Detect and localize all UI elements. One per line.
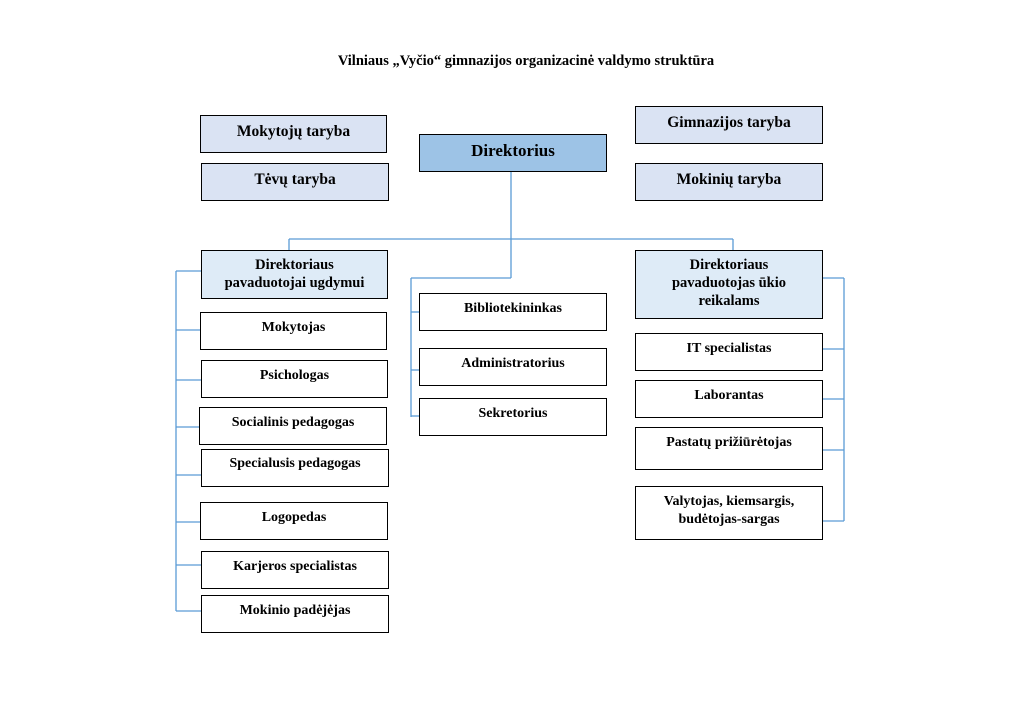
- node-label: Administratorius: [461, 356, 565, 371]
- node-label: Psichologas: [259, 368, 330, 383]
- node-valytojas: Valytojas, kiemsargis, budėtojas-sargas: [635, 486, 823, 540]
- node-mokytoju-taryba: Mokytojų taryba: [200, 115, 387, 153]
- node-label-line1: Direktoriaus: [689, 257, 769, 273]
- node-label: Logopedas: [261, 510, 327, 525]
- node-label-line2: pavaduotojas ūkio: [671, 275, 787, 291]
- node-psichologas: Psichologas: [201, 360, 388, 398]
- node-label-line3: reikalams: [698, 293, 760, 309]
- node-label: Bibliotekininkas: [463, 301, 563, 316]
- node-pastatu-priziuretojas: Pastatų prižiūrėtojas: [635, 427, 823, 470]
- node-direktorius: Direktorius: [419, 134, 607, 172]
- node-label: Mokinio padėjėjas: [239, 603, 351, 618]
- node-socialinis-pedagogas: Socialinis pedagogas: [199, 407, 387, 445]
- node-label: Pastatų prižiūrėtojas: [666, 435, 792, 450]
- node-label: Tėvų taryba: [254, 171, 336, 188]
- node-label: Mokytojas: [261, 320, 326, 335]
- node-label-line2: pavaduotojai ugdymui: [224, 275, 365, 291]
- node-mokytojas: Mokytojas: [200, 312, 387, 350]
- node-it-specialistas: IT specialistas: [635, 333, 823, 371]
- node-label: Gimnazijos taryba: [667, 114, 791, 131]
- node-label: Socialinis pedagogas: [231, 415, 355, 430]
- node-mokiniu-taryba: Mokinių taryba: [635, 163, 823, 201]
- node-sekretorius: Sekretorius: [419, 398, 607, 436]
- node-label-line2: budėtojas-sargas: [678, 512, 780, 527]
- node-administratorius: Administratorius: [419, 348, 607, 386]
- node-specialusis-pedagogas: Specialusis pedagogas: [201, 449, 389, 487]
- node-gimnazijos-taryba: Gimnazijos taryba: [635, 106, 823, 144]
- node-mokinio-padejejas: Mokinio padėjėjas: [201, 595, 389, 633]
- node-deputy-education: Direktoriaus pavaduotojai ugdymui: [201, 250, 388, 299]
- node-label: Laborantas: [694, 388, 764, 403]
- node-deputy-economy: Direktoriaus pavaduotojas ūkio reikalams: [635, 250, 823, 319]
- node-label: Specialusis pedagogas: [229, 456, 361, 471]
- node-label: Sekretorius: [478, 406, 548, 421]
- node-bibliotekininkas: Bibliotekininkas: [419, 293, 607, 331]
- node-label-line1: Valytojas, kiemsargis,: [663, 494, 795, 509]
- node-karjeros-specialistas: Karjeros specialistas: [201, 551, 389, 589]
- node-tevu-taryba: Tėvų taryba: [201, 163, 389, 201]
- node-laborantas: Laborantas: [635, 380, 823, 418]
- node-label: Karjeros specialistas: [233, 559, 357, 574]
- node-label: Mokytojų taryba: [236, 123, 351, 140]
- chart-title: Vilniaus „Vyčio“ gimnazijos organizacinė…: [337, 53, 715, 69]
- node-label-line1: Direktoriaus: [255, 257, 334, 273]
- node-label: Mokinių taryba: [676, 171, 782, 188]
- node-label: IT specialistas: [686, 341, 772, 356]
- node-logopedas: Logopedas: [200, 502, 388, 540]
- node-label: Direktorius: [471, 141, 555, 160]
